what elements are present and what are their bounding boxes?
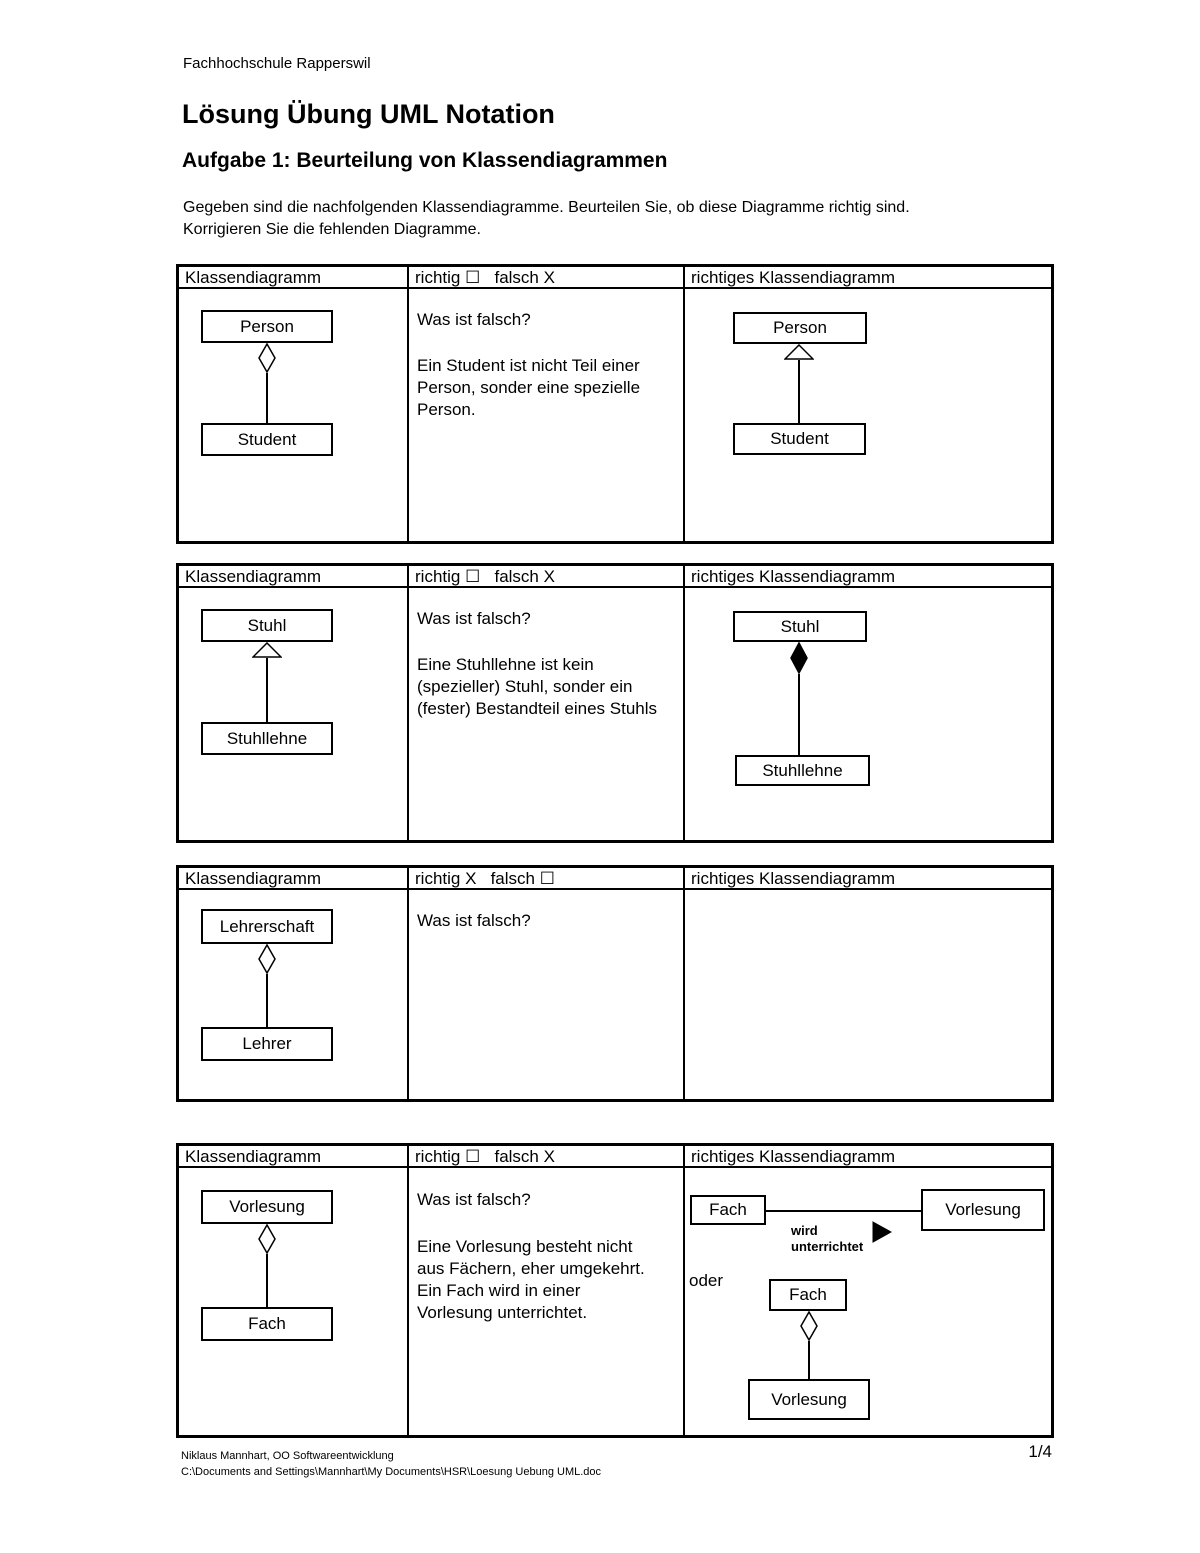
class-box: Fach xyxy=(769,1279,847,1311)
cell-wrong-diagram: Lehrerschaft Lehrer xyxy=(179,890,409,1099)
aggregation-diamond-icon xyxy=(258,944,276,974)
question-text: Was ist falsch? xyxy=(417,609,531,628)
col-header-klassendiagramm: Klassendiagramm xyxy=(179,1146,409,1166)
connector-line xyxy=(266,1254,268,1307)
class-box: Lehrer xyxy=(201,1027,333,1061)
explanation-text: Eine Vorlesung besteht nicht aus Fächern… xyxy=(417,1237,645,1322)
table-person-student: Klassendiagramm richtig ☐ falsch X richt… xyxy=(176,264,1054,544)
col-header-richtiges-klassendiagramm: richtiges Klassendiagramm xyxy=(691,1147,896,1166)
class-box: Person xyxy=(733,312,867,344)
col-header-richtig-falsch: richtig ☐ falsch X xyxy=(409,566,685,586)
footer: Niklaus Mannhart, OO Softwareentwicklung… xyxy=(181,1448,601,1480)
footer-author: Niklaus Mannhart, OO Softwareentwicklung xyxy=(181,1450,394,1462)
class-box: Person xyxy=(201,310,333,343)
cell-answer: Was ist falsch? Eine Vorlesung besteht n… xyxy=(409,1168,685,1435)
or-label: oder xyxy=(689,1271,724,1290)
col-header-klassendiagramm: Klassendiagramm xyxy=(179,267,409,287)
association-label: wird unterrichtet xyxy=(791,1223,864,1254)
explanation-text: Eine Stuhllehne ist kein (spezieller) St… xyxy=(417,655,658,718)
table-header-row: Klassendiagramm richtig X falsch ☐ richt… xyxy=(179,868,1051,890)
connector-line xyxy=(266,373,268,423)
col-header-klassendiagramm: Klassendiagramm xyxy=(179,566,409,586)
col-header-richtig-falsch: richtig ☐ falsch X xyxy=(409,1146,685,1166)
table-lehrerschaft-lehrer: Klassendiagramm richtig X falsch ☐ richt… xyxy=(176,865,1054,1102)
inheritance-triangle-icon xyxy=(252,642,282,658)
col-header-richtig-falsch: richtig ☐ falsch X xyxy=(409,267,685,287)
cell-correct-diagram: Stuhl Stuhllehne xyxy=(685,588,1051,840)
cell-wrong-diagram: Person Student xyxy=(179,289,409,541)
cell-correct-diagram: Person Student xyxy=(685,289,1051,541)
page-title: Lösung Übung UML Notation xyxy=(182,99,555,129)
question-text: Was ist falsch? xyxy=(417,1190,531,1209)
footer-file-path: C:\Documents and Settings\Mannhart\My Do… xyxy=(181,1466,602,1478)
cell-wrong-diagram: Vorlesung Fach xyxy=(179,1168,409,1435)
section-heading: Aufgabe 1: Beurteilung von Klassendiagra… xyxy=(182,149,668,172)
table-stuhl-stuhllehne: Klassendiagramm richtig ☐ falsch X richt… xyxy=(176,563,1054,843)
aggregation-diamond-icon xyxy=(258,1224,276,1254)
class-box: Stuhl xyxy=(733,611,867,642)
class-box: Vorlesung xyxy=(921,1189,1045,1231)
cell-correct-diagram: Fach Vorlesung wird unterrichtet oder Fa… xyxy=(685,1168,1051,1435)
question-text: Was ist falsch? xyxy=(417,911,531,930)
col-header-richtiges-klassendiagramm: richtiges Klassendiagramm xyxy=(691,869,896,888)
table-vorlesung-fach: Klassendiagramm richtig ☐ falsch X richt… xyxy=(176,1143,1054,1438)
class-box: Stuhllehne xyxy=(201,722,333,755)
connector-line xyxy=(798,674,800,755)
cell-answer: Was ist falsch? Eine Stuhllehne ist kein… xyxy=(409,588,685,840)
class-box: Stuhllehne xyxy=(735,755,870,786)
cell-wrong-diagram: Stuhl Stuhllehne xyxy=(179,588,409,840)
table-header-row: Klassendiagramm richtig ☐ falsch X richt… xyxy=(179,566,1051,588)
direction-arrow-icon xyxy=(872,1221,892,1243)
class-box: Student xyxy=(201,423,333,456)
page-number: 1/4 xyxy=(1028,1442,1052,1461)
class-box: Fach xyxy=(201,1307,333,1341)
cell-answer: Was ist falsch? xyxy=(409,890,685,1099)
table-header-row: Klassendiagramm richtig ☐ falsch X richt… xyxy=(179,267,1051,289)
class-box: Stuhl xyxy=(201,609,333,642)
aggregation-diamond-icon xyxy=(800,1311,818,1341)
class-box: Vorlesung xyxy=(201,1190,333,1224)
table-header-row: Klassendiagramm richtig ☐ falsch X richt… xyxy=(179,1146,1051,1168)
class-box: Vorlesung xyxy=(748,1379,870,1420)
inheritance-triangle-icon xyxy=(784,344,814,360)
document-header: Fachhochschule Rapperswil xyxy=(183,55,371,72)
connector-line xyxy=(266,658,268,722)
class-box: Student xyxy=(733,423,866,455)
explanation-text: Ein Student ist nicht Teil einer Person,… xyxy=(417,356,641,419)
col-header-richtig-falsch: richtig X falsch ☐ xyxy=(409,868,685,888)
col-header-richtiges-klassendiagramm: richtiges Klassendiagramm xyxy=(691,268,896,287)
cell-correct-diagram-empty xyxy=(685,890,1051,1099)
composition-diamond-icon xyxy=(790,642,808,674)
connector-line xyxy=(798,360,800,423)
col-header-richtiges-klassendiagramm: richtiges Klassendiagramm xyxy=(691,567,896,586)
association-line xyxy=(766,1210,921,1212)
connector-line xyxy=(808,1341,810,1379)
col-header-klassendiagramm: Klassendiagramm xyxy=(179,868,409,888)
aggregation-diamond-icon xyxy=(258,343,276,373)
question-text: Was ist falsch? xyxy=(417,310,531,329)
class-box: Fach xyxy=(690,1195,766,1225)
connector-line xyxy=(266,974,268,1027)
cell-answer: Was ist falsch? Ein Student ist nicht Te… xyxy=(409,289,685,541)
class-box: Lehrerschaft xyxy=(201,909,333,944)
intro-paragraph: Gegeben sind die nachfolgenden Klassendi… xyxy=(183,199,910,238)
